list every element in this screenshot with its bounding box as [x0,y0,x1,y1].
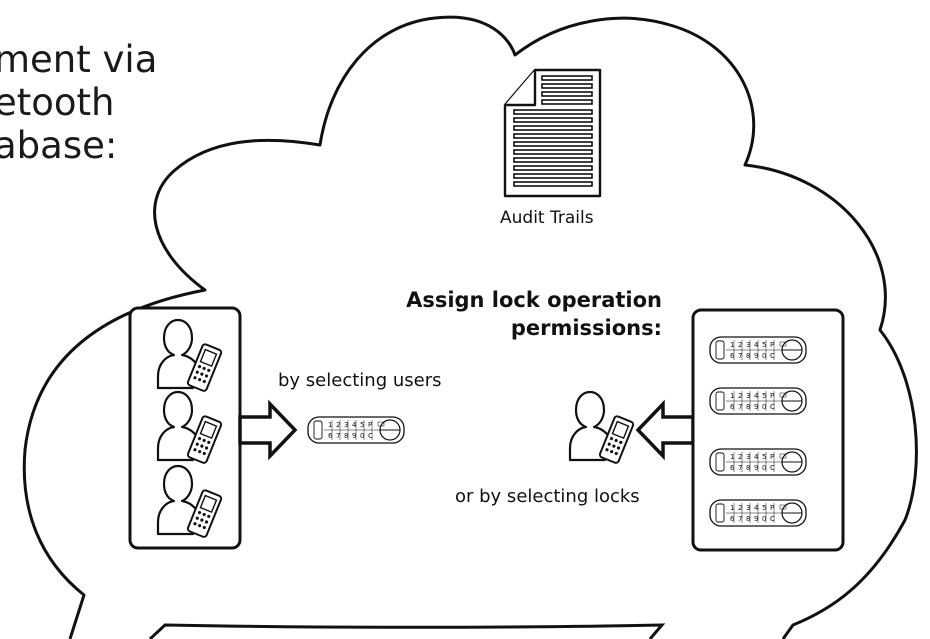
keypad-digit: 0 [762,515,766,523]
keypad-digit: 0 [762,352,766,360]
keypad-digit: 7 [738,403,742,411]
keypad-digit: C [770,464,775,472]
keypad-digit: C [770,403,775,411]
keypad-digit: 9 [754,515,758,523]
keypad-digit: 8 [344,432,348,440]
cloud-outline [22,15,918,639]
keypad-digit: 9 [754,464,758,472]
keypad-digit: 3 [746,392,750,400]
keypad-digit: 7 [738,352,742,360]
keypad-digit: 2 [738,504,742,512]
audit-trails-label: Audit Trails [500,208,594,228]
keypad-digit: 8 [746,352,750,360]
partial-heading: ment via etooth abase: [0,38,157,167]
keypad-digit: 1 [730,392,734,400]
keypad-digit: 0 [360,432,364,440]
heading-line-1: ment via [0,38,158,81]
keypad-digit: 5 [762,504,766,512]
keypad-digit: P [368,421,372,429]
keypad-digit: 5 [762,392,766,400]
keypad-digit: C [770,515,775,523]
heading-line-2: etooth [0,81,115,124]
arrow-right-icon [238,399,298,461]
keypad-digit: 4 [754,504,759,512]
keypad-digit: P [770,453,774,461]
keypad-digit: 8 [746,515,750,523]
keypad-digit: 4 [754,392,759,400]
keypad-digit: 0 [762,403,766,411]
keypad-digit: 8 [746,464,750,472]
keypad-digit: C [770,352,775,360]
keypad-digit: 3 [746,341,750,349]
keypad-digit: 3 [746,453,750,461]
keypad-digit: 6 [730,352,735,360]
keypad-digit: 5 [360,421,364,429]
keypad-digit: 2 [738,453,742,461]
keypad-digit: 5 [762,453,766,461]
keypad-digit: 6 [730,515,735,523]
user-with-phone-icon [568,390,636,465]
document-icon [503,68,602,198]
by-selecting-locks-label: or by selecting locks [455,486,640,507]
keypad-digit: P [770,504,774,512]
keypad-digit: 2 [738,392,742,400]
keypad-digit: 3 [344,421,348,429]
keypad-digit: 3 [746,504,750,512]
keypad-digit: 4 [754,341,759,349]
keypad-digit: P [770,341,774,349]
keypad-digit: C [368,432,373,440]
keypad-digit: 1 [730,341,734,349]
keypad-digit: P [770,392,774,400]
cloud-tail-bottom [148,623,666,639]
keypad-digit: 1 [328,421,332,429]
by-selecting-users-label: by selecting users [278,370,442,391]
keypad-digit: 8 [746,403,750,411]
keypad-digit: 2 [336,421,340,429]
keypad-digit: 9 [754,352,758,360]
keypad-digit: 9 [754,403,758,411]
keypad-digit: 1 [730,504,734,512]
locks-panel [691,308,845,552]
keypad-digit: 4 [352,421,357,429]
keypad-digit: 6 [730,403,735,411]
keypad-digit: 9 [352,432,356,440]
keypad-digit: 6 [328,432,333,440]
keypad-digit: 0 [762,464,766,472]
keypad-digit: 7 [738,515,742,523]
keypad-digit: 6 [730,464,735,472]
keypad-digit: 7 [336,432,340,440]
assign-line-1: Assign lock operation [406,288,662,312]
assign-permissions-label: Assign lock operation permissions: [372,286,662,342]
keypad-digit: 2 [738,341,742,349]
keypad-digit: 4 [754,453,759,461]
keypad-digit: 7 [738,464,742,472]
keypad-digit: 5 [762,341,766,349]
keypad-digit: 1 [730,453,734,461]
arrow-left-icon [635,399,695,461]
assign-line-2: permissions: [510,316,662,340]
heading-line-3: abase: [0,124,118,167]
